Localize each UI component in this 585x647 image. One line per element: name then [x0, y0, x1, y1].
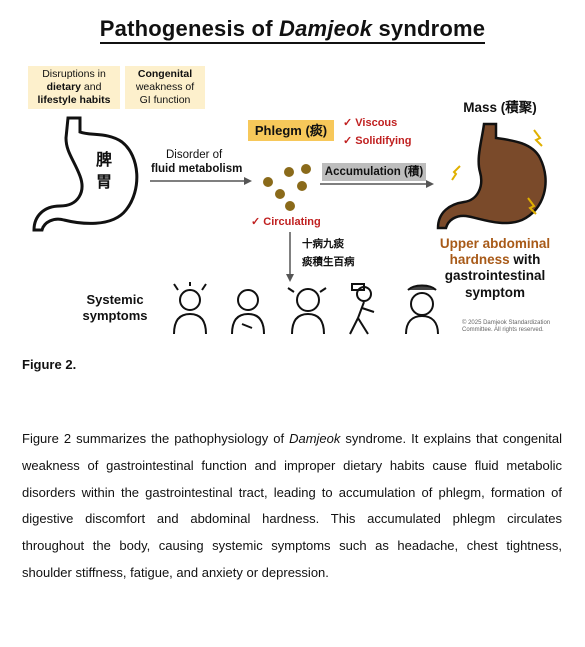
congenital-line3: GI function — [139, 94, 191, 106]
pathogenesis-figure: Pathogenesis of Damjeok syndrome Disrupt… — [0, 16, 585, 335]
disorder-line2: fluid metabolism — [151, 163, 243, 175]
phlegm-label: Phlegm (痰) — [248, 120, 334, 141]
disruptions-line2b: and — [81, 81, 102, 93]
stomach-label-spleen: 脾 — [96, 152, 113, 169]
headache-person-icon — [173, 282, 207, 335]
upper-abdominal-line4: symptom — [464, 285, 525, 300]
copyright-line1: © 2025 Damjeok Standardization — [462, 320, 551, 326]
symptom-figures — [173, 282, 439, 335]
body-paragraph: Figure 2 summarizes the pathophysiology … — [22, 426, 562, 587]
circulating-label: ✓ Circulating — [251, 216, 321, 228]
paragraph-italic: Damjeok — [289, 431, 341, 446]
congenital-line1: Congenital — [137, 68, 193, 80]
mass-label: Mass (積聚) — [463, 100, 537, 115]
disruptions-line3: lifestyle habits — [37, 94, 111, 106]
mass-stomach-icon — [436, 122, 547, 230]
figure-caption: Figure 2. — [22, 357, 77, 372]
fatigue-person-icon — [349, 283, 375, 335]
disruptions-line1: Disruptions in — [42, 68, 106, 80]
flow-arrows — [150, 164, 434, 282]
disruptions-line2a: dietary — [46, 81, 81, 93]
disorder-line1: Disorder of — [166, 149, 223, 161]
chinese-proverb-1: 十病九痰 — [302, 238, 344, 250]
chinese-proverb-2: 痰積生百病 — [302, 256, 355, 268]
anxiety-person-icon — [405, 284, 439, 335]
shoulder-stiffness-person-icon — [287, 287, 327, 335]
copyright-line2: Committee. All rights reserved. — [462, 327, 544, 333]
title-prefix: Pathogenesis of — [99, 16, 280, 41]
with-text: with — [509, 252, 541, 267]
title-suffix: syndrome — [372, 16, 486, 41]
viscous-label: ✓ Viscous — [343, 117, 398, 129]
paragraph-part1: Figure 2 summarizes the pathophysiology … — [22, 431, 290, 446]
copyright-notice: © 2025 Damjeok Standardization Committee… — [462, 320, 572, 334]
disruptions-box: Disruptions in dietary and lifestyle hab… — [28, 66, 120, 109]
upper-abdominal-line2: hardness with — [430, 252, 560, 268]
chest-pain-person-icon — [231, 289, 265, 335]
congenital-line2: weakness of — [135, 81, 195, 93]
solidifying-label: ✓ Solidifying — [343, 135, 412, 147]
figure-title: Pathogenesis of Damjeok syndrome — [0, 16, 585, 44]
upper-abdominal-line1: Upper abdominal — [439, 236, 551, 251]
stomach-label-stomach: 胃 — [96, 174, 113, 191]
hardness-text: hardness — [449, 252, 510, 267]
stomach-outline-icon — [32, 116, 139, 232]
title-italic: Damjeok — [279, 16, 373, 41]
upper-abdominal-line3: gastrointestinal — [444, 268, 546, 283]
paragraph-part2: syndrome. It explains that congenital we… — [22, 431, 563, 580]
systemic-line1: Systemic — [86, 292, 144, 307]
accumulation-label: Accumulation (積) — [322, 163, 426, 181]
congenital-box: Congenital weakness of GI function — [125, 66, 205, 109]
systemic-line2: symptoms — [82, 308, 148, 323]
